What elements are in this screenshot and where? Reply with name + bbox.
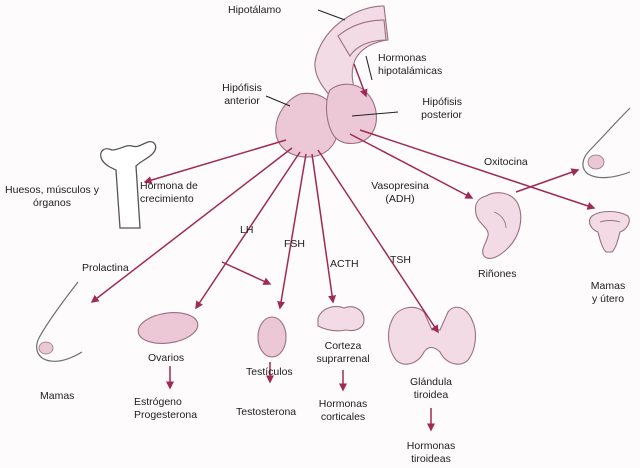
acth-label: ACTH [330, 258, 359, 270]
ovary-shape [137, 312, 199, 344]
anterior-pituitary-label: Hipófisis anterior [222, 82, 262, 107]
oxytocin-label: Oxitocina [484, 156, 528, 168]
testis-shape [257, 316, 287, 358]
breast-bottom-illustration [36, 281, 83, 362]
breast-top-illustration [582, 107, 631, 179]
adrenal-shape [317, 305, 365, 332]
growth-hormone-label: Hormona de crecimiento [140, 180, 198, 205]
bones-muscles-organs-label: Huesos, músculos y órganos [5, 184, 99, 209]
adrenal-cortex-label: Corteza suprarrenal [316, 340, 370, 365]
bone-illustration [100, 140, 157, 229]
kidney-illustration [474, 192, 522, 259]
cortical-hormones-label: Hormonas corticales [318, 398, 368, 423]
uterus-illustration [589, 210, 630, 253]
thyroid-illustration [387, 306, 477, 365]
ovary-hormones-label: Estrógeno Progesterona [134, 396, 198, 421]
hypothalamic-hormones-label: Hormonas hipotalámicas [378, 52, 443, 77]
breasts-uterus-label: Mamas y útero [590, 280, 626, 305]
prolactin-label: Prolactina [82, 262, 129, 274]
kidneys-label: Riñones [478, 268, 517, 280]
thyroid-label: Glándula tiroidea [409, 376, 453, 401]
vasopressin-label: Vasopresina (ADH) [371, 180, 429, 205]
tsh-label: TSH [390, 254, 411, 266]
hypothalamus-label: Hipotálamo [228, 4, 282, 16]
lh-label: LH [240, 224, 254, 236]
fsh-label: FSH [284, 238, 305, 250]
thyroid-hormones-label: Hormonas tiroideas [406, 440, 456, 465]
hypothalamus-pituitary-illustration [275, 5, 389, 158]
posterior-pituitary-label: Hipófisis posterior [421, 96, 462, 121]
breasts-label: Mamas [40, 390, 75, 402]
testes-label: Testículos [246, 366, 293, 378]
hormone-arrows [90, 63, 596, 432]
testosterone-label: Testosterona [236, 406, 297, 418]
ovaries-label: Ovarios [148, 352, 185, 364]
posterior-pituitary-shape [325, 83, 377, 145]
